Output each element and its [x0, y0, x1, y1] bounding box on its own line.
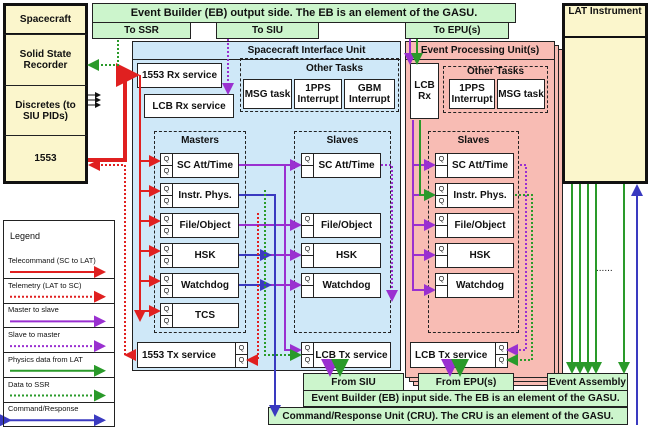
legend-item: Slave to master — [3, 327, 115, 354]
epu-slaves-title: Slaves — [457, 135, 490, 146]
epu-physics — [419, 120, 436, 201]
data-to-ssr — [87, 40, 119, 71]
discretes: Discretes (to SIU PIDs) — [3, 85, 88, 136]
siu-slaves-group — [294, 131, 391, 333]
master-to-lcb-tx — [284, 165, 302, 356]
epu-other-tasks — [443, 66, 548, 113]
solid-state-recorder: Solid State Recorder — [3, 34, 88, 86]
to-siu: To SIU — [216, 22, 319, 39]
eb-output-title: Event Builder (EB) output side. The EB i… — [92, 3, 516, 23]
siu-data-to-ssr — [264, 190, 302, 361]
slave-to-master-siu — [381, 164, 398, 302]
legend-item: Telecommand (SC to LAT) — [3, 253, 115, 279]
siu-title: Spacecraft Interface Unit — [132, 41, 401, 60]
lat-title: LAT Instrument — [565, 6, 645, 38]
siu-other-tasks — [240, 58, 399, 112]
legend-title: Legend — [3, 220, 115, 253]
lat-ellipsis: ...... — [596, 263, 613, 274]
legend-item: Telemetry (LAT to SC) — [3, 277, 115, 304]
siu-other-tasks-title: Other Tasks — [305, 63, 364, 74]
siu-1pps-interrupt: 1PPS Interrupt — [294, 79, 342, 109]
epu-slaves-group — [428, 131, 519, 333]
to-ssr: To SSR — [92, 22, 191, 39]
legend-item: Physics data from LAT — [3, 351, 115, 378]
epu-other-tasks-title: Other Tasks — [466, 66, 525, 77]
to-epu: To EPU(s) — [405, 22, 509, 39]
telemetry-masters — [246, 213, 259, 366]
siu-msg-task: MSG task — [243, 79, 292, 109]
legend-item: Command/Response — [3, 401, 115, 428]
siu-lcb-rx-service: LCB Rx service — [144, 94, 234, 118]
epu-msg-task: MSG task — [497, 79, 545, 109]
telemetry-to-sc — [88, 159, 126, 355]
epu-slave-to-master — [506, 164, 527, 356]
masters-title: Masters — [181, 135, 219, 146]
epu-master-to-slave — [412, 120, 436, 296]
tx-1553-label: 1553 Tx service — [142, 349, 216, 361]
epu-data-to-ssr — [506, 194, 533, 366]
telecommand-main — [88, 63, 140, 162]
rx-1553-service: 1553 Rx service — [137, 63, 222, 88]
legend-item: Master to slave — [3, 302, 115, 329]
epu-1pps-interrupt: 1PPS Interrupt — [449, 79, 495, 109]
siu-slaves-title: Slaves — [326, 135, 359, 146]
lat-instrument-box — [562, 3, 648, 184]
eb-input-title: Event Builder (EB) input side. The EB is… — [303, 390, 628, 407]
siu-gbm-interrupt: GBM Interrupt — [344, 79, 395, 109]
bus-1553: 1553 — [3, 135, 88, 184]
epu-title: Event Processing Unit(s) — [405, 41, 555, 60]
command-response — [229, 189, 281, 417]
epu-lcb-rx: LCB Rx — [410, 63, 439, 119]
legend-item: Data to SSR — [3, 376, 115, 403]
